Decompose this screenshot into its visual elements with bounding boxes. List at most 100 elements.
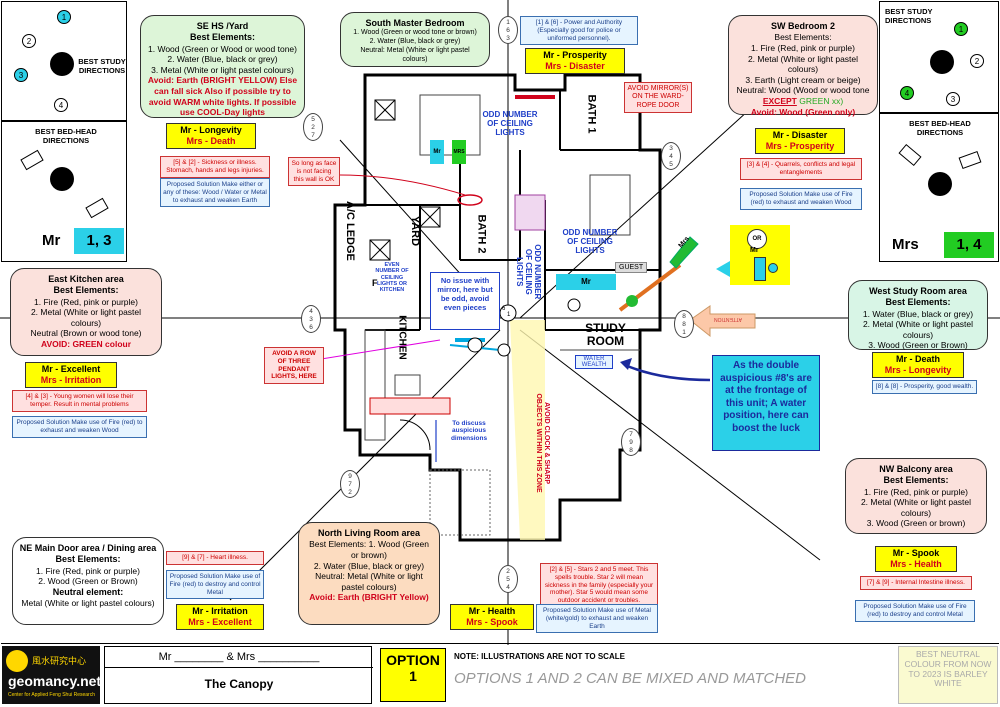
best-bed-panel-right: BEST BED-HEAD DIRECTIONS Mrs 1, 4 <box>879 113 999 262</box>
scale-note: NOTE: ILLUSTRATIONS ARE NOT TO SCALE <box>454 652 625 661</box>
card-line: 1. Fire (Red, pink or purple) <box>864 486 968 497</box>
card-line: 3. Wood (Green or brown) <box>866 518 966 529</box>
card-line: 2. Metal (White or light pastel colours) <box>860 497 972 518</box>
room-kitchen: KITCHEN <box>396 315 408 360</box>
card-line: 1. Wood (Green or Wood or wood tone) <box>148 43 297 54</box>
star-number: 8 <box>682 321 686 328</box>
star-number: 7 <box>311 132 315 139</box>
star-number: 6 <box>309 324 313 331</box>
option-number: 1 <box>409 668 417 684</box>
card-title: SW Bedroom 2 <box>770 21 835 31</box>
center-star-1: 6 <box>502 306 506 312</box>
note-w-info: [8] & [8] - Prosperity, good wealth. <box>872 380 977 394</box>
label-even-lights: EVEN NUMBER OF CEILING LIGHTS OR KITCHEN <box>375 262 409 294</box>
study-directions-title: BEST STUDY DIRECTIONS <box>885 7 933 25</box>
attention-sign: ATTENTION <box>714 316 742 322</box>
note-se-issue: [5] & [2] - Sickness or illness. Stomach… <box>160 156 270 178</box>
label-guest: GUEST <box>615 262 648 273</box>
footer <box>1 643 999 706</box>
room-bath1: BATH 1 <box>585 94 598 134</box>
note-e-solution: Proposed Solution Make use of Fire (red)… <box>12 416 147 438</box>
direction-badge-2: 2 <box>22 34 36 48</box>
tag-mr: Mr - Spook <box>892 548 940 558</box>
avoid-mirror-note: AVOID MIRROR(S) ON THE WARD-ROPE DOOR <box>624 82 692 114</box>
bed-directions-title: BEST BED-HEAD DIRECTIONS <box>909 119 971 137</box>
room-yard: YARD <box>409 215 422 247</box>
note-ne-solution: Proposed Solution Make use of Fire (red)… <box>166 570 264 600</box>
card-avoid: Avoid: Earth (BRIGHT Yellow) <box>309 592 429 603</box>
card-line: 1. Fire (Red, pink or purple) <box>751 42 855 53</box>
tag-mr: Mr - Prosperity <box>543 50 607 60</box>
logo-sub: Center for Applied Feng Shui Research <box>8 692 95 698</box>
tag-mrs: Mrs - Disaster <box>545 60 605 71</box>
label-odd-lights-2: ODD NUMBER OF CEILING LIGHTS <box>562 228 618 256</box>
direction-badge-1: 1 <box>57 10 71 24</box>
card-line: Neutral: Wood (Wood or wood tone EXCEPT … <box>735 85 871 106</box>
room-study: STUDY ROOM <box>585 321 626 349</box>
mix-note: OPTIONS 1 AND 2 CAN BE MIXED AND MATCHED <box>454 670 806 687</box>
card-line: Metal (White or light pastel colours) <box>21 598 155 608</box>
card-title: SE HS /Yard <box>196 21 249 31</box>
card-line: 2. Water (Blue, black or grey) <box>313 560 425 571</box>
center-star-2: 1 <box>507 312 511 318</box>
star-number: 1 <box>506 19 510 26</box>
best-bed-panel-left: BEST BED-HEAD DIRECTIONS Mr 1, 3 <box>1 121 127 262</box>
dimensions-note: To discuss auspicious dimensions <box>450 420 488 442</box>
card-title: NW Balcony area <box>879 464 953 474</box>
card-subtitle: Best Elements: <box>55 554 121 565</box>
best-study-panel-left: 1 2 3 4 BEST STUDY DIRECTIONS <box>1 1 127 121</box>
note-sw-solution: Proposed Solution Make use of Fire (red)… <box>740 188 862 210</box>
card-line-part: Neutral: Wood (Wood or wood tone <box>736 85 870 96</box>
card-sw-bedroom: SW Bedroom 2 Best Elements: 1. Fire (Red… <box>728 15 878 117</box>
direction-badge-4: 4 <box>54 98 68 112</box>
water-position-box: OR Mr <box>716 225 790 285</box>
card-green: GREEN xx) <box>799 96 844 106</box>
project-name: The Canopy <box>204 677 274 691</box>
label-odd-lights-3: ODD NUMBER OF CEILING LIGHTS <box>514 244 542 300</box>
card-title: East Kitchen area <box>48 274 124 284</box>
compass-icon <box>50 167 74 191</box>
card-line: 3. Earth (Light cream or beige) <box>745 74 861 85</box>
note-e-issue: [4] & [3] - Young women will lose their … <box>12 390 147 412</box>
note-n-solution: Proposed Solution Make use of Metal (whi… <box>536 604 658 634</box>
card-north-living: North Living Room area Best Elements: 1.… <box>298 522 440 625</box>
chair-icon <box>768 263 778 273</box>
tag-mr: Mr - Death <box>895 354 940 364</box>
pendant-note: AVOID A ROW OF THREE PENDANT LIGHTS, HER… <box>264 347 324 385</box>
tag-mrs: Mrs - Irritation <box>40 374 102 385</box>
direction-badge-2: 2 <box>970 54 984 68</box>
arrow-icon <box>716 261 730 277</box>
star-number: 2 <box>311 124 315 131</box>
card-subtitle: Neutral element: <box>52 586 124 597</box>
tag-mrs: Mrs - Longevity <box>884 364 952 375</box>
note-nw-solution: Proposed Solution Make use of Fire (red)… <box>855 600 975 622</box>
star-number: 7 <box>629 431 633 438</box>
card-title: NE Main Door area / Dining area <box>19 543 157 553</box>
water-wealth-label: WATER WEALTH <box>575 355 613 369</box>
room-ac-ledge: A/C LEDGE <box>344 201 356 261</box>
direction-badge-3: 3 <box>946 92 960 106</box>
card-line: 2. Water (Blue, black or grey) <box>369 38 461 45</box>
note-ne-issue: [9] & [7] - Heart illness. <box>166 551 264 565</box>
star-number: 1 <box>682 329 686 336</box>
tag-mrs: Mrs - Excellent <box>188 616 252 627</box>
label-odd-lights-1: ODD NUMBER OF CEILING LIGHTS <box>482 110 538 138</box>
card-title: West Study Room area <box>869 286 967 296</box>
tag-mr: Mr - Irritation <box>192 606 248 616</box>
neutral-colour-note: BEST NEUTRAL COLOUR FROM NOW TO 2023 IS … <box>898 646 998 704</box>
star-number: 9 <box>348 473 352 480</box>
card-avoid: Avoid: Earth (BRIGHT YELLOW) Else can fa… <box>147 75 298 118</box>
card-line: 2. Water (Blue, black or grey) <box>167 54 278 65</box>
card-avoid: AVOID: GREEN colour <box>40 339 132 349</box>
bed-mr-marker: Mr <box>430 140 444 164</box>
card-line: 1. Fire (Red, pink or purple) <box>34 296 138 307</box>
water-luck-callout: As the double auspicious #8's are at the… <box>712 355 820 451</box>
star-number: 3 <box>669 145 673 152</box>
star-number: 7 <box>348 481 352 488</box>
card-except: EXCEPT <box>762 96 797 106</box>
